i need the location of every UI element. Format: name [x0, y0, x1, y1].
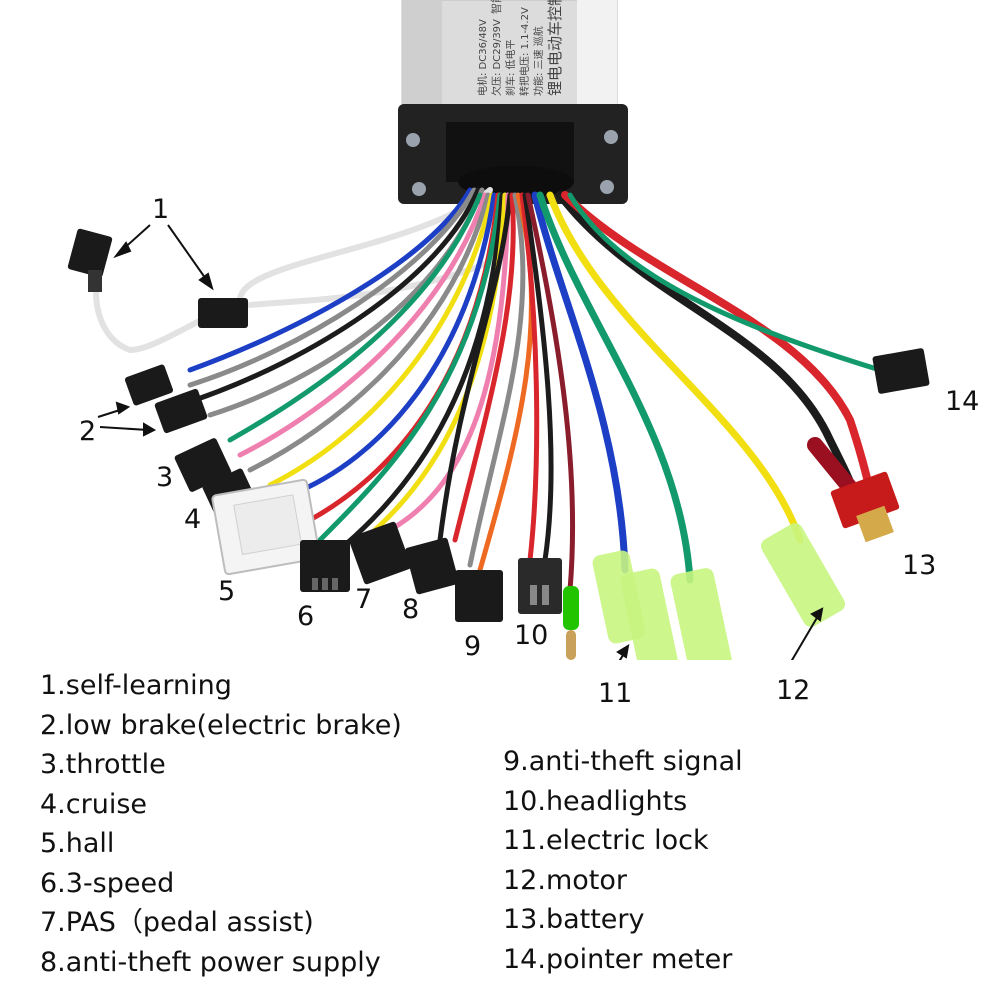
legend-item: 12.motor	[503, 864, 627, 896]
screw	[604, 130, 618, 144]
screw	[600, 180, 614, 194]
legend-item: 14.pointer meter	[503, 943, 733, 975]
controller-spec-line: 功能: 三速 巡航	[532, 26, 545, 96]
brake-connector-b	[154, 388, 208, 434]
connectors	[67, 228, 930, 660]
controller-spec-line: 电机: DC36/48V	[476, 19, 489, 96]
controller-spec-line: 刹车: 低电平	[504, 39, 517, 96]
legend-left: 1.self-learning 2.low brake(electric bra…	[40, 666, 402, 982]
motor-terminal-b	[670, 568, 734, 660]
wire-harness	[93, 187, 883, 593]
legend-item: 1.self-learning	[40, 670, 232, 701]
legend-item: 5.hall	[40, 828, 115, 859]
legend-item: 2.low brake(electric brake)	[40, 709, 402, 741]
callout-2: 2	[79, 416, 97, 447]
brake-connector-a	[124, 364, 174, 406]
callout-12: 12	[776, 675, 811, 706]
self-learning-connector-a	[67, 228, 113, 292]
screw	[412, 182, 426, 196]
self-learning-connector-b	[198, 298, 248, 328]
callout-8: 8	[402, 594, 420, 625]
legend-item: 11.electric lock	[503, 825, 709, 856]
electric-lock-terminal	[563, 586, 579, 660]
callout-13: 13	[902, 550, 937, 581]
controller-brand: 智能	[489, 0, 503, 14]
legend-item: 13.battery	[503, 904, 645, 935]
legend-right: 9.anti-theft signal 10.headlights 11.ele…	[503, 742, 743, 979]
legend-item: 3.throttle	[40, 749, 166, 780]
callout-9: 9	[464, 631, 482, 662]
legend-item: 7.PAS（pedal assist)	[40, 907, 314, 938]
anti-theft-power-connector	[405, 537, 459, 595]
callout-4: 4	[184, 504, 202, 535]
legend-item: 9.anti-theft signal	[503, 746, 743, 777]
motor-terminal-a	[592, 550, 680, 660]
wiring-diagram: 电机: DC36/48V 欠压: DC29/39V 刹车: 低电平 转把电压: …	[67, 0, 930, 660]
three-speed-connector	[300, 540, 350, 592]
legend-item: 4.cruise	[40, 788, 147, 820]
controller-spec-line: 锂电电动车控制器	[546, 0, 564, 96]
callout-1: 1	[152, 194, 170, 225]
callout-7: 7	[355, 584, 373, 615]
callout-5: 5	[218, 576, 236, 607]
legend-item: 8.anti-theft power supply	[40, 946, 381, 978]
screw	[406, 133, 420, 147]
callout-10: 10	[514, 620, 549, 651]
controller-label: 电机: DC36/48V 欠压: DC29/39V 刹车: 低电平 转把电压: …	[476, 0, 564, 96]
headlight-connector	[518, 558, 562, 614]
controller-box: 电机: DC36/48V 欠压: DC29/39V 刹车: 低电平 转把电压: …	[398, 0, 628, 204]
motor-terminal-c	[761, 523, 845, 627]
callout-14: 14	[945, 386, 980, 417]
pas-connector	[348, 521, 412, 585]
controller-spec-line: 转把电压: 1.1-4.2V	[518, 7, 531, 96]
callout-3: 3	[156, 462, 174, 493]
legend-item: 10.headlights	[503, 785, 688, 817]
controller-spec-line: 欠压: DC29/39V	[490, 19, 503, 96]
callout-11: 11	[598, 678, 633, 709]
legend-item: 6.3-speed	[40, 867, 175, 899]
battery-t-connector	[830, 471, 900, 543]
meter-connector	[872, 348, 930, 394]
callout-arrows	[97, 224, 824, 660]
anti-theft-signal-connector	[455, 570, 503, 622]
callout-6: 6	[297, 601, 315, 632]
hall-connector	[211, 478, 321, 576]
throttle-connector	[174, 438, 232, 492]
